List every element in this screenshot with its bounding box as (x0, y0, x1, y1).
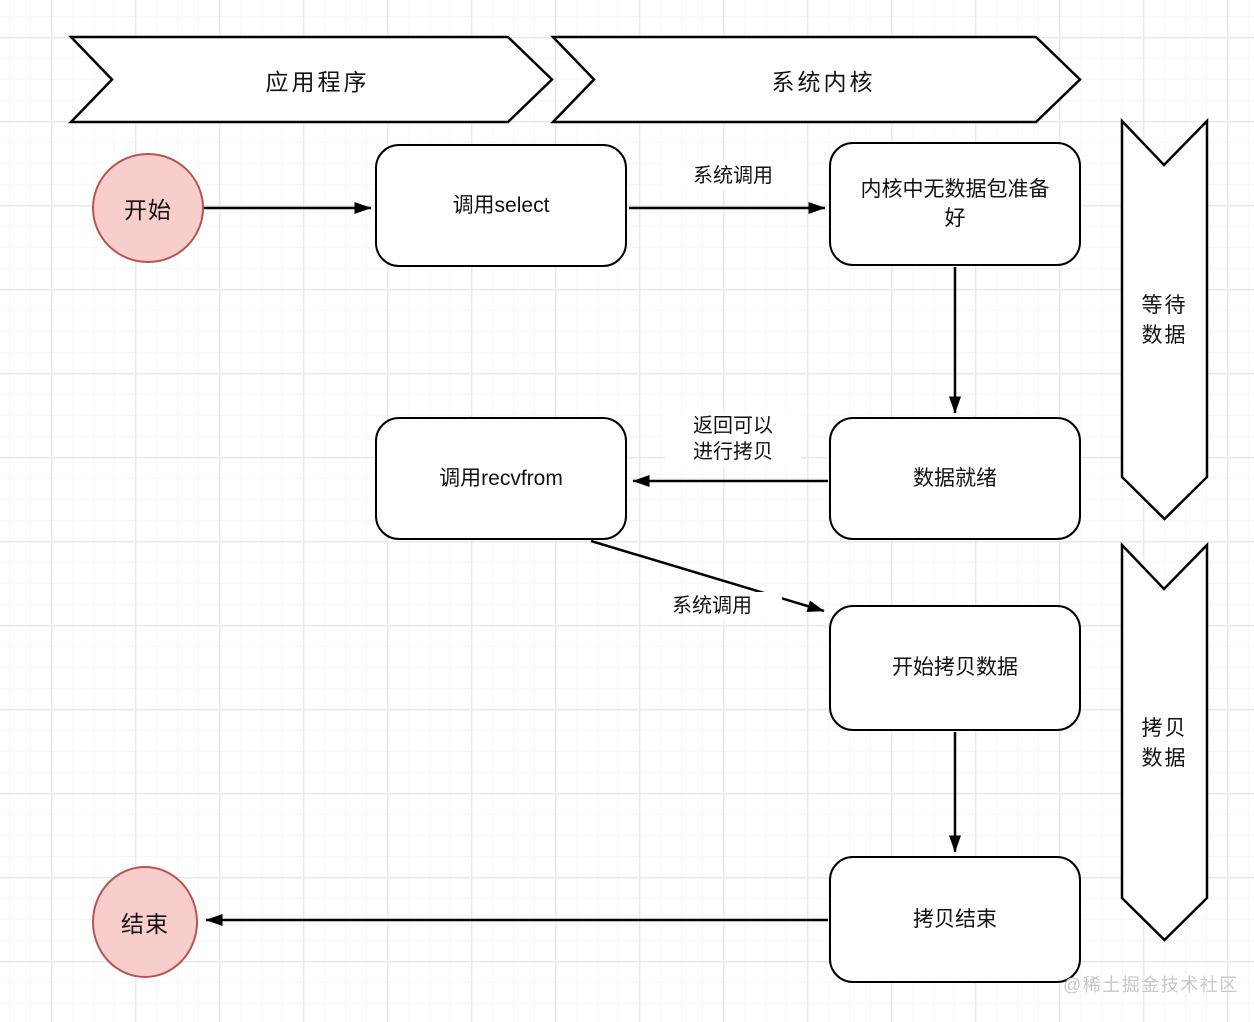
node-call-select: 调用select (375, 144, 627, 267)
banner-application-shape (68, 35, 554, 124)
banner-application-label: 应用程序 (265, 68, 370, 95)
phase-copy-line1: 拷贝 (1141, 717, 1188, 740)
phase-wait-line1: 等待 (1141, 294, 1188, 317)
node-call-recvfrom: 调用recvfrom (375, 417, 627, 540)
node-no-packet: 内核中无数据包准备好 (829, 142, 1081, 266)
edge-recvfrom-to-startcopy (590, 539, 825, 613)
edge-label-syscall-select: 系统调用 (663, 162, 803, 190)
edge-label-syscall-recvfrom: 系统调用 (642, 592, 782, 620)
phase-wait-line2: 数据 (1141, 324, 1188, 348)
phase-wait-data-label: 等待 数据 (1122, 291, 1207, 352)
node-start-copy: 开始拷贝数据 (829, 605, 1081, 731)
node-no-packet-label: 内核中无数据包准备好 (860, 177, 1050, 230)
end-terminal: 结束 (92, 866, 198, 978)
start-terminal: 开始 (92, 153, 204, 263)
node-copy-done: 拷贝结束 (829, 856, 1081, 983)
watermark: @稀土掘金技术社区 (1063, 975, 1239, 995)
node-data-ready: 数据就绪 (829, 417, 1081, 540)
phase-wait-data-shape (1120, 117, 1209, 521)
edge-label-return-copy-line1: 返回可以 (693, 414, 773, 437)
phase-copy-line2: 数据 (1141, 747, 1188, 771)
edge-label-return-copy: 返回可以 进行拷贝 (665, 412, 801, 466)
edge-label-return-copy-line2: 进行拷贝 (693, 441, 773, 463)
phase-copy-data-shape (1120, 541, 1209, 942)
phase-copy-data-label: 拷贝 数据 (1122, 714, 1207, 775)
banner-kernel-shape (550, 35, 1082, 124)
banner-kernel-label: 系统内核 (771, 68, 876, 95)
